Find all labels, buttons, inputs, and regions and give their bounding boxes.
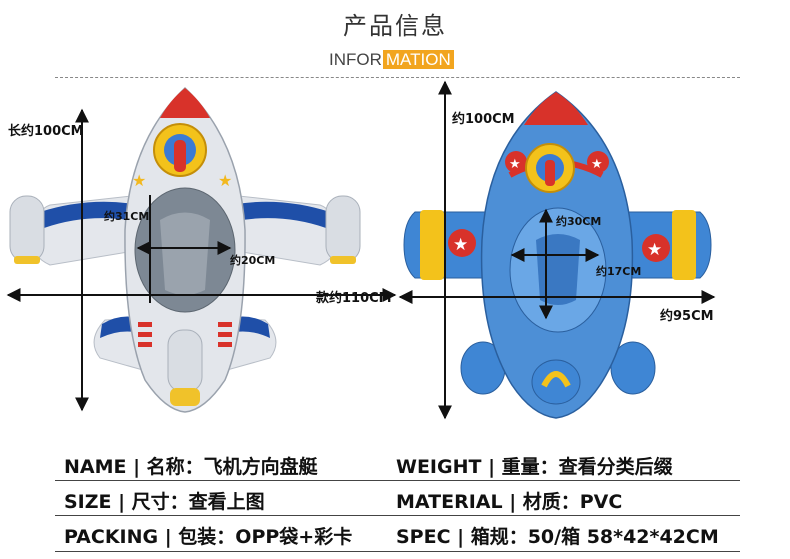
svg-text:★: ★ [509, 157, 521, 172]
spec-divider-3 [55, 551, 740, 552]
page-title: 产品信息 [343, 12, 447, 40]
spec-weight: WEIGHT | 重量：查看分类后缀 [396, 456, 673, 478]
right-width-label: 约95CM [660, 309, 714, 324]
left-width-label: 款约110CM [316, 291, 392, 306]
spec-material: MATERIAL | 材质：PVC [396, 491, 623, 513]
spec-packing: PACKING | 包装：OPP袋+彩卡 [64, 526, 353, 548]
left-seat-height-label: 约31CM [104, 210, 150, 223]
product-images: ★ ★ ★ ★ [6, 80, 716, 420]
subtitle-part1: INFOR [329, 50, 382, 69]
svg-text:★: ★ [647, 240, 662, 260]
right-seat-height-label: 约30CM [556, 215, 602, 228]
svg-text:★: ★ [132, 171, 146, 190]
left-length-label: 长约100CM [8, 124, 84, 139]
spec-size: SIZE | 尺寸：查看上图 [64, 491, 265, 513]
spec-divider-1 [55, 480, 740, 481]
right-seat-width-label: 约17CM [596, 265, 642, 278]
spec-divider-2 [55, 515, 740, 516]
spec-name: NAME | 名称：飞机方向盘艇 [64, 456, 318, 478]
svg-text:★: ★ [453, 235, 468, 255]
header-divider [55, 77, 740, 78]
svg-text:★: ★ [218, 171, 232, 190]
left-seat-width-label: 约20CM [230, 254, 276, 267]
right-length-label: 约100CM [452, 112, 515, 127]
subtitle-part2: MATION [382, 50, 454, 69]
svg-text:★: ★ [591, 157, 603, 172]
spec-spec: SPEC | 箱规：50/箱 58*42*42CM [396, 526, 719, 548]
